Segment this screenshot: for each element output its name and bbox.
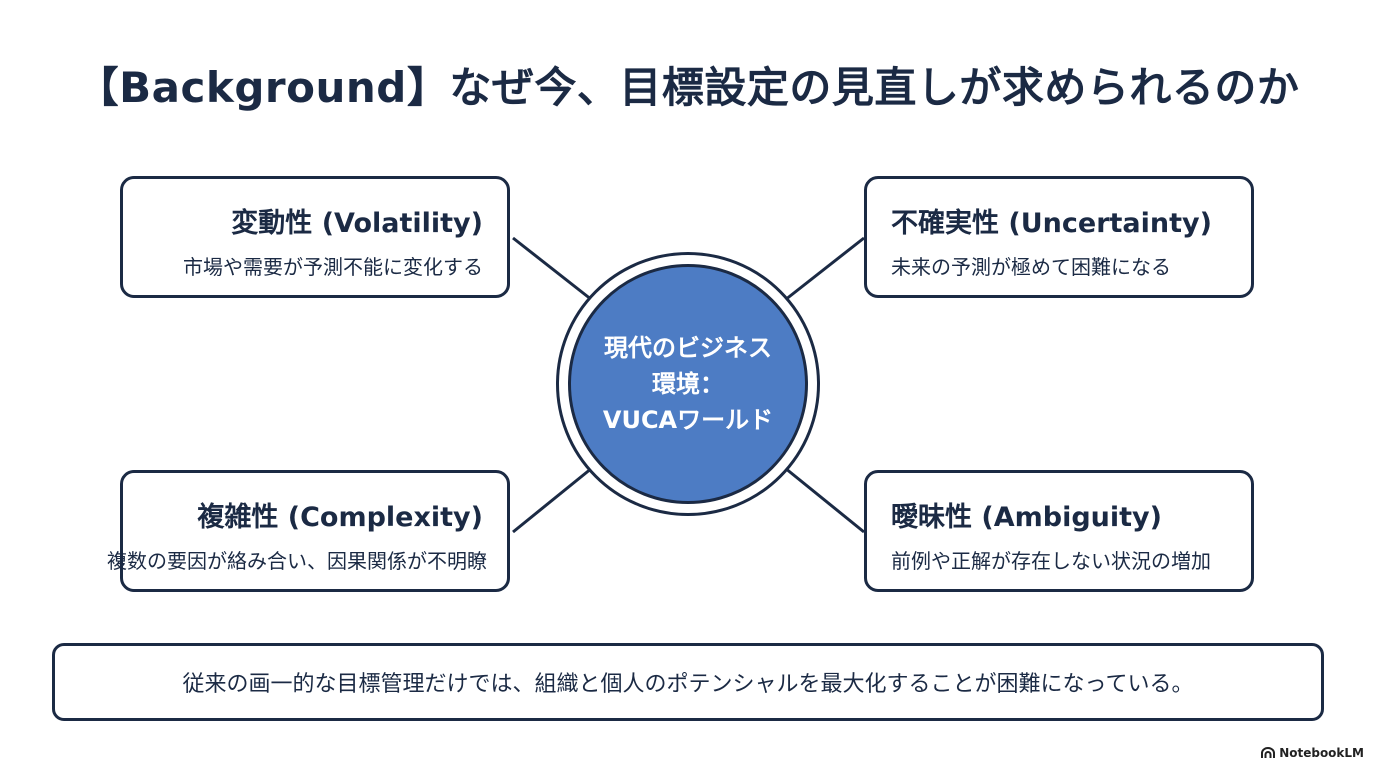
connector-volatility bbox=[512, 236, 593, 302]
connector-complexity bbox=[512, 466, 593, 534]
card-uncertainty: 不確実性 (Uncertainty) 未来の予測が極めて困難になる bbox=[864, 176, 1254, 298]
summary-text: 従来の画一的な目標管理だけでは、組織と個人のポテンシャルを最大化することが困難に… bbox=[182, 672, 1194, 697]
card-heading: 変動性 (Volatility) bbox=[231, 208, 483, 239]
card-description: 市場や需要が予測不能に変化する bbox=[183, 255, 483, 279]
connector-uncertainty bbox=[784, 236, 865, 302]
brand-name: NotebookLM bbox=[1279, 746, 1364, 760]
notebooklm-logo-icon bbox=[1261, 747, 1276, 758]
center-hub: 現代のビジネス 環境： VUCAワールド bbox=[556, 252, 820, 516]
hub-line-1: 現代のビジネス bbox=[604, 334, 772, 362]
center-hub-label: 現代のビジネス 環境： VUCAワールド bbox=[588, 330, 788, 438]
card-description: 前例や正解が存在しない状況の増加 bbox=[891, 549, 1211, 573]
card-description: 未来の予測が極めて困難になる bbox=[891, 255, 1171, 279]
card-complexity: 複雑性 (Complexity) 複数の要因が絡み合い、因果関係が不明瞭 bbox=[107, 470, 510, 592]
card-volatility: 変動性 (Volatility) 市場や需要が予測不能に変化する bbox=[120, 176, 510, 298]
card-heading: 曖昧性 (Ambiguity) bbox=[891, 502, 1163, 533]
card-ambiguity: 曖昧性 (Ambiguity) 前例や正解が存在しない状況の増加 bbox=[864, 470, 1254, 592]
hub-line-2: 環境： bbox=[652, 370, 724, 398]
card-heading: 不確実性 (Uncertainty) bbox=[891, 208, 1212, 239]
connector-ambiguity bbox=[784, 466, 865, 534]
center-hub-circle: 現代のビジネス 環境： VUCAワールド bbox=[568, 264, 808, 504]
summary-box: 従来の画一的な目標管理だけでは、組織と個人のポテンシャルを最大化することが困難に… bbox=[52, 643, 1324, 721]
card-heading: 複雑性 (Complexity) bbox=[197, 502, 483, 533]
card-description: 複数の要因が絡み合い、因果関係が不明瞭 bbox=[107, 549, 487, 573]
hub-line-3: VUCAワールド bbox=[602, 406, 774, 434]
brand-watermark: NotebookLM bbox=[1261, 746, 1364, 760]
slide-title: 【Background】なぜ今、目標設定の見直しが求められるのか bbox=[76, 63, 1300, 112]
